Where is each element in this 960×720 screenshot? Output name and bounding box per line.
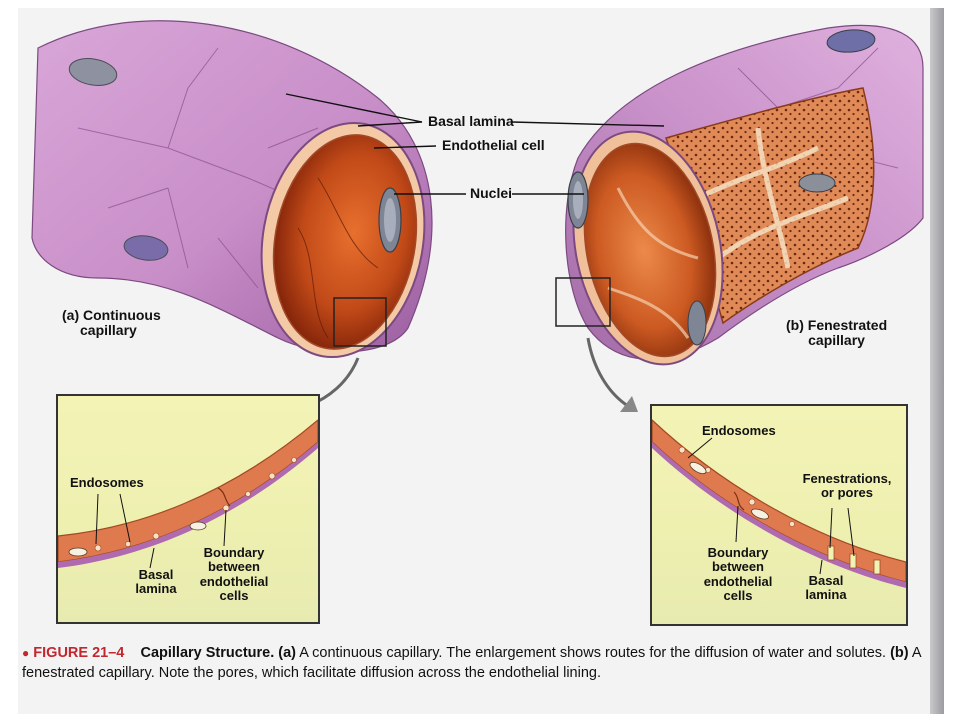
- inset-b-boundary: Boundary between endothelial cells: [696, 545, 780, 603]
- inset-a-boundary-3: endothelial: [199, 573, 269, 589]
- zoom-box-b: [555, 277, 611, 327]
- caption-a-text: A continuous capillary. The enlargement …: [299, 645, 887, 661]
- capillary-illustration: [31, 20, 924, 412]
- continuous-tag: (a) Continuous: [62, 307, 161, 323]
- figure-page: Basal lamina Endothelial cell Nuclei (a)…: [18, 8, 944, 714]
- inset-a-boundary-1: Boundary: [203, 545, 265, 560]
- inset-a-lamina: lamina: [135, 581, 177, 597]
- inset-b-boundary-2: between: [711, 559, 764, 575]
- zoom-box-a: [333, 297, 387, 347]
- inset-continuous: Endosomes Basal lamina Boundary between …: [56, 394, 320, 624]
- inset-b-lamina: lamina: [805, 587, 847, 603]
- inset-fenestrated: Endosomes Fenestrations, or pores Bounda…: [650, 404, 908, 626]
- inset-b-basal-lamina: Basal lamina: [800, 573, 852, 603]
- inset-a-basal-lamina: Basal lamina: [132, 567, 180, 597]
- continuous-word: capillary: [80, 322, 137, 339]
- inset-a-endosomes: Endosomes: [70, 475, 144, 490]
- inset-a-boundary-2: between: [207, 559, 260, 575]
- figure-title: Capillary Structure.: [140, 645, 275, 661]
- fenestrated-word: capillary: [808, 332, 865, 349]
- figure-number: FIGURE 21–4: [33, 645, 125, 661]
- inset-b-fenestrations: Fenestrations, or pores: [798, 471, 896, 501]
- caption-a-tag: (a): [278, 645, 297, 661]
- label-fenestrated-capillary: (b) Fenestrated capillary: [786, 317, 888, 349]
- figure-caption: ● FIGURE 21–4 Capillary Structure. (a) A…: [22, 644, 922, 683]
- inset-b-boundary-1: Boundary: [707, 545, 769, 560]
- inset-fenestrated-wall: [652, 419, 906, 588]
- label-basal-lamina: Basal lamina: [428, 113, 514, 129]
- inset-b-boundary-3: endothelial: [703, 573, 773, 589]
- caption-b-tag: (b): [890, 645, 909, 661]
- inset-a-boundary: Boundary between endothelial cells: [192, 545, 276, 603]
- inset-b-fenestrations-1: Fenestrations,: [802, 471, 892, 486]
- fenestrated-tag: (b) Fenestrated: [786, 317, 888, 333]
- caption-bullet-icon: ●: [22, 646, 30, 660]
- label-continuous-capillary: (a) Continuous capillary: [62, 307, 161, 339]
- inset-continuous-wall: [58, 419, 318, 569]
- continuous-capillary: [31, 20, 433, 412]
- inset-b-boundary-4: cells: [723, 587, 753, 603]
- leader-lines: [285, 93, 665, 195]
- inset-b-basal: Basal: [808, 573, 844, 588]
- inset-a-boundary-4: cells: [219, 587, 249, 603]
- caption-b-text: A fenestrated capillary. Note the pores,…: [22, 645, 921, 681]
- label-endothelial-cell: Endothelial cell: [442, 137, 545, 153]
- inset-b-endosomes: Endosomes: [702, 423, 776, 438]
- inset-a-basal: Basal: [138, 567, 174, 582]
- label-nuclei: Nuclei: [470, 185, 513, 201]
- inset-b-fenestrations-2: or pores: [820, 485, 873, 501]
- fenestrated-capillary: [555, 24, 924, 412]
